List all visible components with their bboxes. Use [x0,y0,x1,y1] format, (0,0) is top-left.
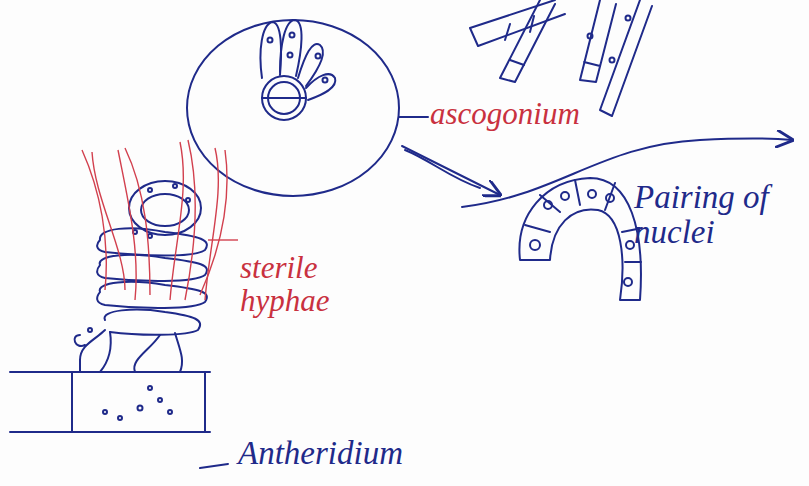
crozier [519,178,642,300]
part-label: Antheridium [238,436,498,471]
part-label: Pairing of nuclei [634,180,809,249]
part-label: sterile hyphae [240,252,410,317]
part-label: ascogonium [430,98,690,131]
arrow [402,146,500,195]
hypha [10,372,210,432]
leader-line [200,464,228,468]
arrow [405,150,480,188]
ascogonial-coil [75,181,207,372]
leader-line [399,116,428,118]
sterile-hyphae [82,140,238,300]
ascus-group [260,20,335,120]
ascocarp-outline [187,20,399,196]
